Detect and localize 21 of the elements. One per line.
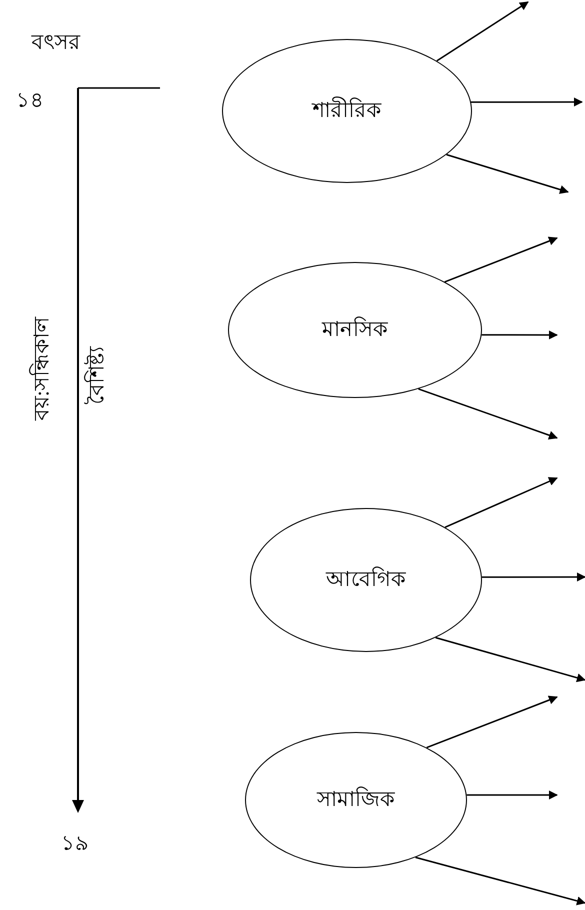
arrow xyxy=(436,1,529,62)
arrow xyxy=(418,388,558,440)
arrow xyxy=(471,98,583,106)
axis-label: বয়:সন্ধিকাল xyxy=(31,316,52,420)
arrow xyxy=(446,154,569,194)
axis-tick-label: ১৯ xyxy=(61,832,89,854)
arrow xyxy=(482,572,585,582)
arrow xyxy=(426,696,558,748)
axis-label: বৈশিষ্ট্য xyxy=(86,346,108,404)
arrow xyxy=(444,236,558,283)
arrow xyxy=(435,636,585,682)
axis-tick-label: ১৪ xyxy=(16,90,44,110)
arrow xyxy=(466,790,558,800)
arrow xyxy=(482,330,558,340)
ellipse-node: শারীরিক xyxy=(222,39,472,183)
ellipse-node: মানসিক xyxy=(228,262,482,398)
ellipse-node: সামাজিক xyxy=(245,732,467,868)
axis-title: বৎসর xyxy=(32,32,80,52)
arrow xyxy=(415,856,585,906)
ellipse-node: আবেগিক xyxy=(250,508,482,652)
arrow xyxy=(444,477,558,528)
